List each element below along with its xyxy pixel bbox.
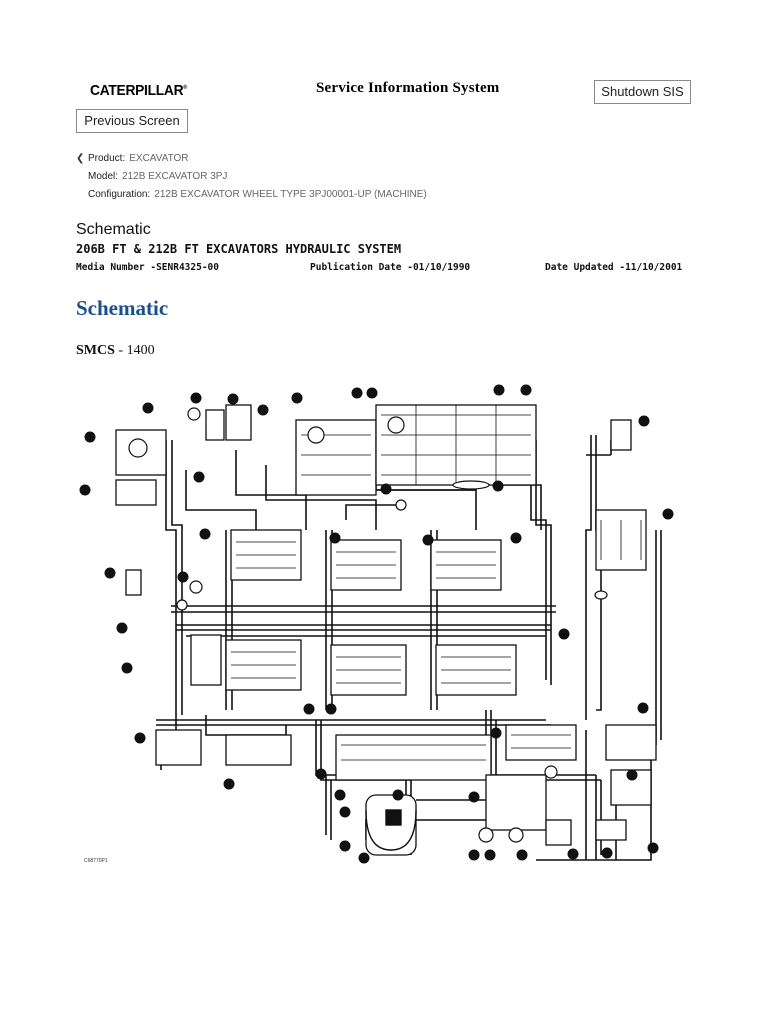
hydraulic-schematic-diagram xyxy=(79,384,674,864)
smcs-label: SMCS xyxy=(76,343,115,358)
logo-mark: ® xyxy=(183,85,188,91)
page-heading: Schematic xyxy=(76,296,169,320)
caterpillar-logo: CATERPILLAR® xyxy=(90,82,187,99)
breadcrumb-model: Model:212B EXCAVATOR 3PJ xyxy=(76,170,427,188)
model-value: 212B EXCAVATOR 3PJ xyxy=(122,171,228,182)
breadcrumb-configuration: Configuration:212B EXCAVATOR WHEEL TYPE … xyxy=(76,188,427,206)
breadcrumb-product[interactable]: ❮Product:EXCAVATOR xyxy=(76,152,427,170)
previous-screen-button[interactable]: Previous Screen xyxy=(76,109,188,133)
breadcrumb: ❮Product:EXCAVATOR Model:212B EXCAVATOR … xyxy=(76,152,427,206)
publication-date: Publication Date -01/10/1990 xyxy=(310,262,471,273)
diagram-code: C68770P1 xyxy=(84,858,108,864)
media-number: Media Number -SENR4325-00 xyxy=(76,262,219,273)
logo-text: CATERPILLAR xyxy=(90,82,184,99)
configuration-label: Configuration: xyxy=(88,189,151,200)
model-label: Model: xyxy=(88,171,119,182)
chevron-left-icon[interactable]: ❮ xyxy=(76,153,85,164)
smcs-code: SMCS - 1400 xyxy=(76,343,155,359)
product-label: Product: xyxy=(88,153,126,164)
product-value: EXCAVATOR xyxy=(129,153,189,164)
date-updated: Date Updated -11/10/2001 xyxy=(545,262,683,273)
configuration-value: 212B EXCAVATOR WHEEL TYPE 3PJ00001-UP (M… xyxy=(154,189,427,200)
smcs-value: - 1400 xyxy=(114,343,155,358)
section-title: Schematic xyxy=(76,221,151,238)
system-title: Service Information System xyxy=(316,80,500,96)
shutdown-sis-button[interactable]: Shutdown SIS xyxy=(594,80,691,104)
document-title: 206B FT & 212B FT EXCAVATORS HYDRAULIC S… xyxy=(76,242,402,256)
